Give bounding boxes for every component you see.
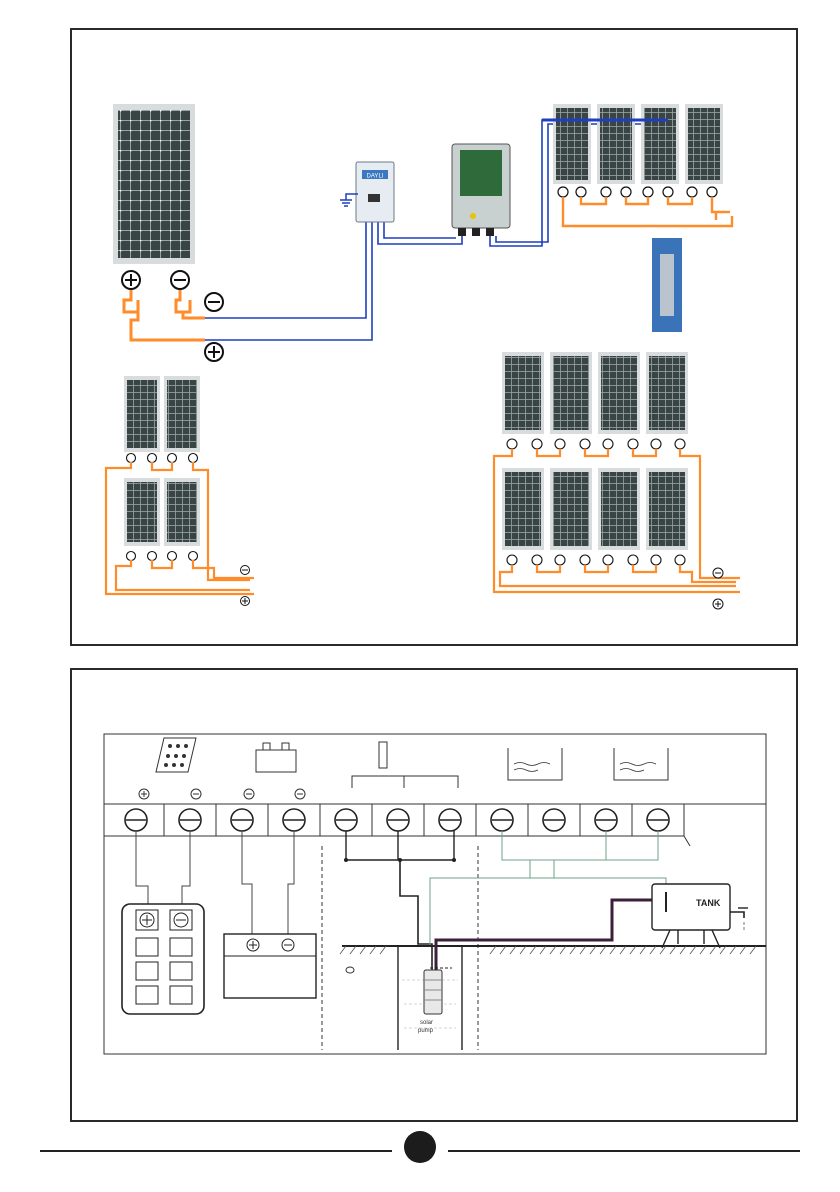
ground-icon [340,194,358,206]
submersible-pump [424,970,442,1014]
two-by-two-plus-icon [241,597,250,606]
controller-input-wires [205,222,372,340]
battery-box [224,934,316,998]
terminal-block-strip [104,804,766,846]
terminal-polarity-markers [139,789,305,799]
tank-water-level-icon [614,748,668,780]
tank-label: TANK [696,898,721,908]
four-by-two-minus-icon [713,568,723,578]
minus-label-icon [205,293,223,311]
panel-terminal-box [122,904,204,1014]
controller-to-box-wires [378,222,462,244]
array-terminals [558,187,717,197]
probe-icon [352,742,458,788]
delivery-pipe [436,900,652,970]
four-by-two-plus-icon [713,599,723,609]
big-panel-positive-wire [124,290,205,340]
water-tank [652,884,730,948]
footer-rule-right [448,1150,800,1152]
big-panel-negative-wire [176,290,205,318]
large-solar-panel [113,104,195,264]
pump-label-line1: solar [420,1020,433,1026]
pump-label-line2: pump [418,1028,434,1034]
big-panel-plus-icon [122,271,140,289]
big-panel-minus-icon [171,271,189,289]
submersible-pump-image [652,238,682,332]
battery-icon [256,743,296,772]
two-by-two-array [124,376,200,546]
page-number-dot [404,1131,436,1163]
tap-icon [730,908,748,930]
four-panel-series-array [553,104,723,184]
footer-rule-left [40,1150,392,1152]
controller-lcd-text: DAYLI [367,174,384,180]
four-by-two-array [502,352,688,550]
well-water-level-icon [508,748,562,780]
two-by-two-minus-icon [241,566,250,575]
plus-label-icon [205,343,223,361]
solar-panel-icon [156,738,196,772]
pump-junction-box [452,144,510,236]
solar-pump-controller: DAYLI [356,162,394,222]
